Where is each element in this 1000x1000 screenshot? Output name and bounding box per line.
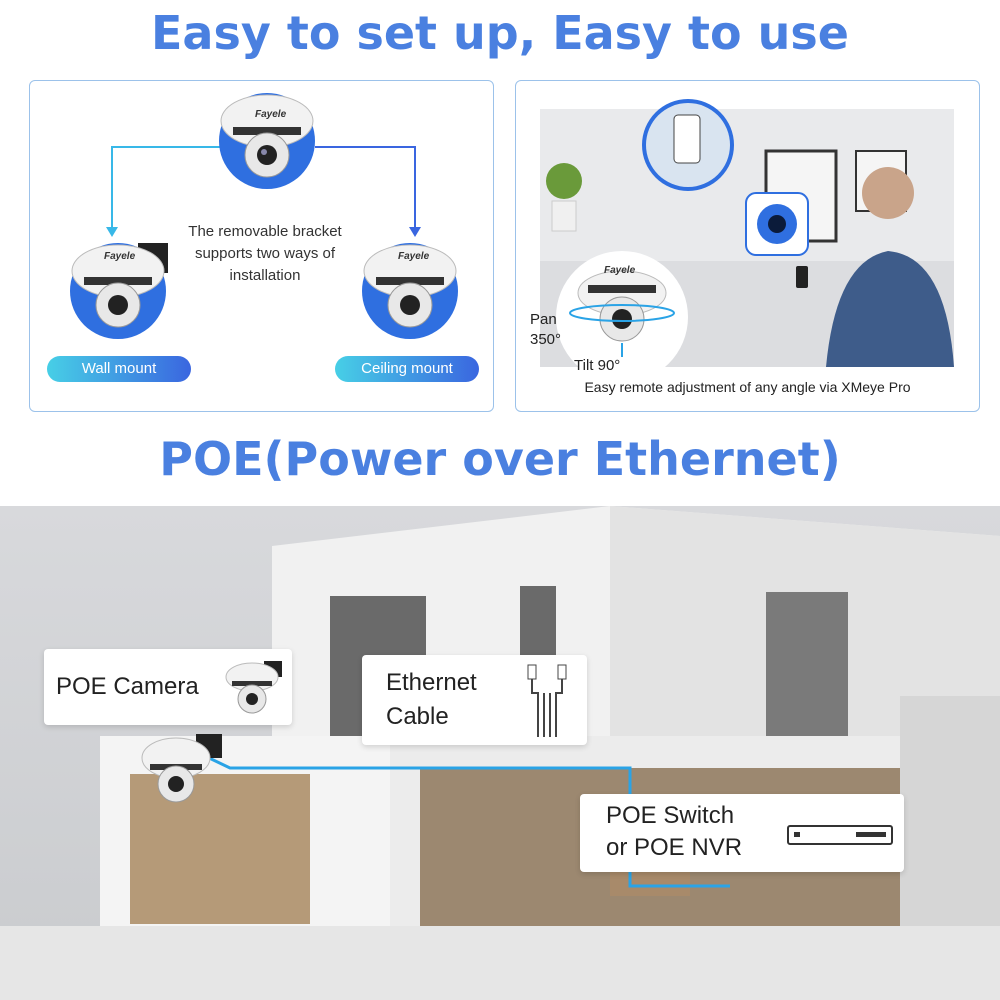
remote-caption: Easy remote adjustment of any angle via …: [584, 379, 911, 395]
poe-camera-callout: POE Camera: [44, 649, 292, 725]
wall-mount-label: Wall mount: [47, 356, 191, 382]
remote-adjust-panel: Fayele Pan 350° Tilt 90° Easy remote adj…: [515, 80, 980, 412]
camera-wall-icon: [70, 243, 168, 339]
top-title: Easy to set up, Easy to use: [151, 6, 849, 60]
ceiling-mount-label: Ceiling mount: [335, 356, 479, 382]
pan-label: Pan: [530, 311, 557, 328]
poe-title: POE(Power over Ethernet): [159, 432, 841, 486]
nvr-device-icon: [787, 825, 893, 845]
room-left: [130, 774, 310, 924]
arrow-right: [315, 146, 416, 229]
remote-adjust-photo: Fayele: [540, 99, 954, 383]
house-illustration: [0, 506, 1000, 1000]
pan-arrow: [569, 304, 675, 322]
ethernet-cable-callout: Ethernet Cable: [362, 655, 587, 745]
ethernet-cable-line: [204, 754, 730, 888]
phone-icon: [796, 266, 808, 288]
ethernet-cable-icon: [527, 664, 567, 737]
installation-panel: Fayele Fayele Fayele The removable brack…: [29, 80, 494, 412]
app-phone-icon: [673, 114, 701, 164]
brand-logo-wall: Fayele: [104, 251, 136, 262]
poe-camera-label: POE Camera: [56, 673, 199, 700]
person-body: [826, 251, 954, 367]
camera-top-icon: [219, 93, 315, 189]
arrow-left-head: [106, 227, 118, 237]
bracket-description: The removable bracket supports two ways …: [188, 223, 342, 284]
switch-label-line2: or POE NVR: [606, 834, 743, 861]
arrow-left: [111, 146, 220, 229]
wall-camera-icon: [141, 734, 222, 803]
brand-logo-top: Fayele: [255, 109, 287, 120]
arrow-right-head: [409, 227, 421, 237]
poe-scene: POE Camera Ethernet Cable POE Switch or …: [0, 506, 1000, 1000]
ground: [0, 926, 1000, 1000]
camera-ceiling-icon: [362, 243, 458, 339]
svg-text:Fayele: Fayele: [604, 265, 636, 276]
brand-logo-ceiling: Fayele: [398, 251, 430, 262]
window-3: [766, 592, 848, 742]
cable-label-line2: Cable: [386, 703, 449, 730]
tilt-label: Tilt 90°: [574, 357, 621, 374]
cable-label-line1: Ethernet: [386, 669, 477, 696]
poe-switch-callout: POE Switch or POE NVR: [580, 794, 904, 872]
pan-value: 350°: [530, 331, 562, 348]
camera-icon: [225, 661, 282, 714]
switch-label-line1: POE Switch: [606, 802, 735, 829]
installation-diagram: Fayele Fayele Fayele: [70, 93, 458, 339]
person-head: [862, 167, 914, 219]
